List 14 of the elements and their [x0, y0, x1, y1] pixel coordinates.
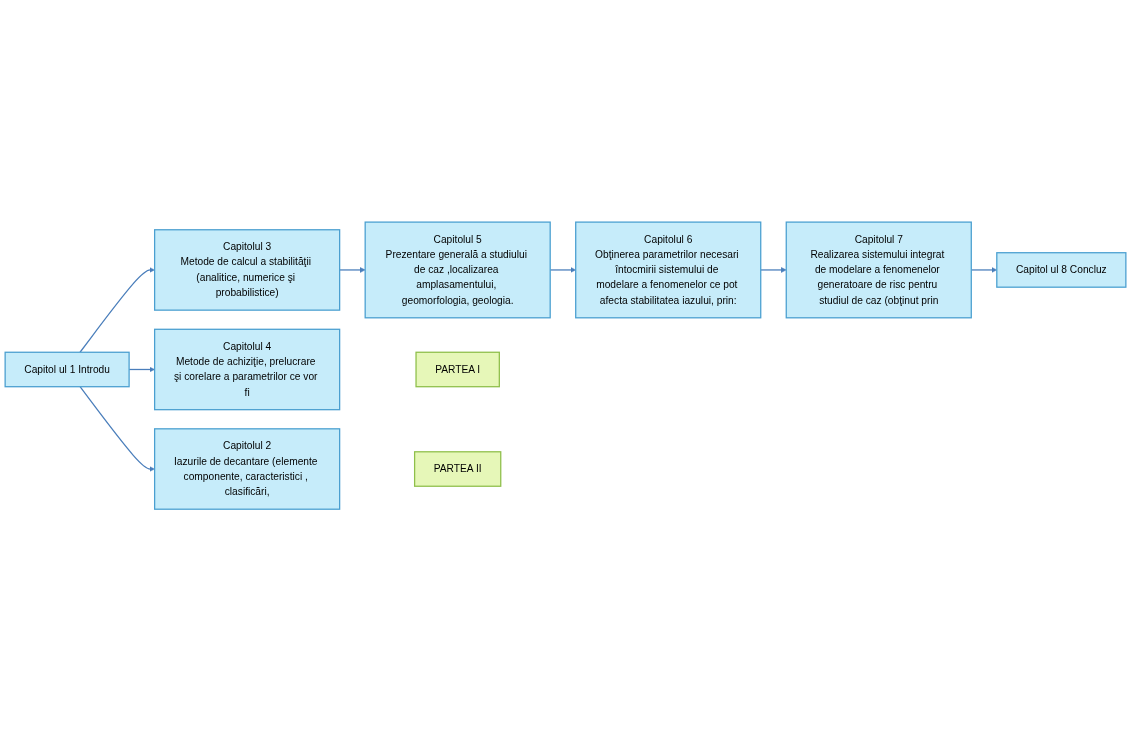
node-box: Capitolul 2 Iazurile de decantare (elemente componente, caracteristici , clasificări, — [154, 428, 341, 510]
node-box: Capitol ul 8 Concluz — [996, 251, 1127, 288]
arrow — [79, 385, 155, 472]
arrow — [79, 267, 155, 353]
arrow — [339, 267, 366, 273]
node-box: PARTEA II — [414, 451, 502, 487]
node-box: Capitolul 6 Obţinerea parametrilor necesari întocmirii sistemului de modelare a fenomenelor ce pot afecta stabilitatea iazului, prin: — [575, 221, 762, 319]
node-box: Capitolul 4 Metode de achiziţie, prelucrare şi corelare a parametrilor ce vor fi — [154, 328, 341, 411]
node-box: Capitolul 3 Metode de calcul a stabilităţii (analitice, numerice şi probabilistice) — [154, 228, 341, 311]
node-box: Capitol ul 1 Introdu — [4, 351, 130, 388]
arrow — [760, 267, 787, 273]
node-box: PARTEA I — [415, 351, 500, 388]
node-box: Capitolul 5 Prezentare generală a studiului de caz ,localizarea amplasamentului, geomorfologia, geologia. — [364, 221, 551, 319]
node-box: Capitolul 7 Realizarea sistemului integrat de modelare a fenomenelor generatoare de risc pentru studiul de caz (obţinut prin — [785, 221, 972, 319]
